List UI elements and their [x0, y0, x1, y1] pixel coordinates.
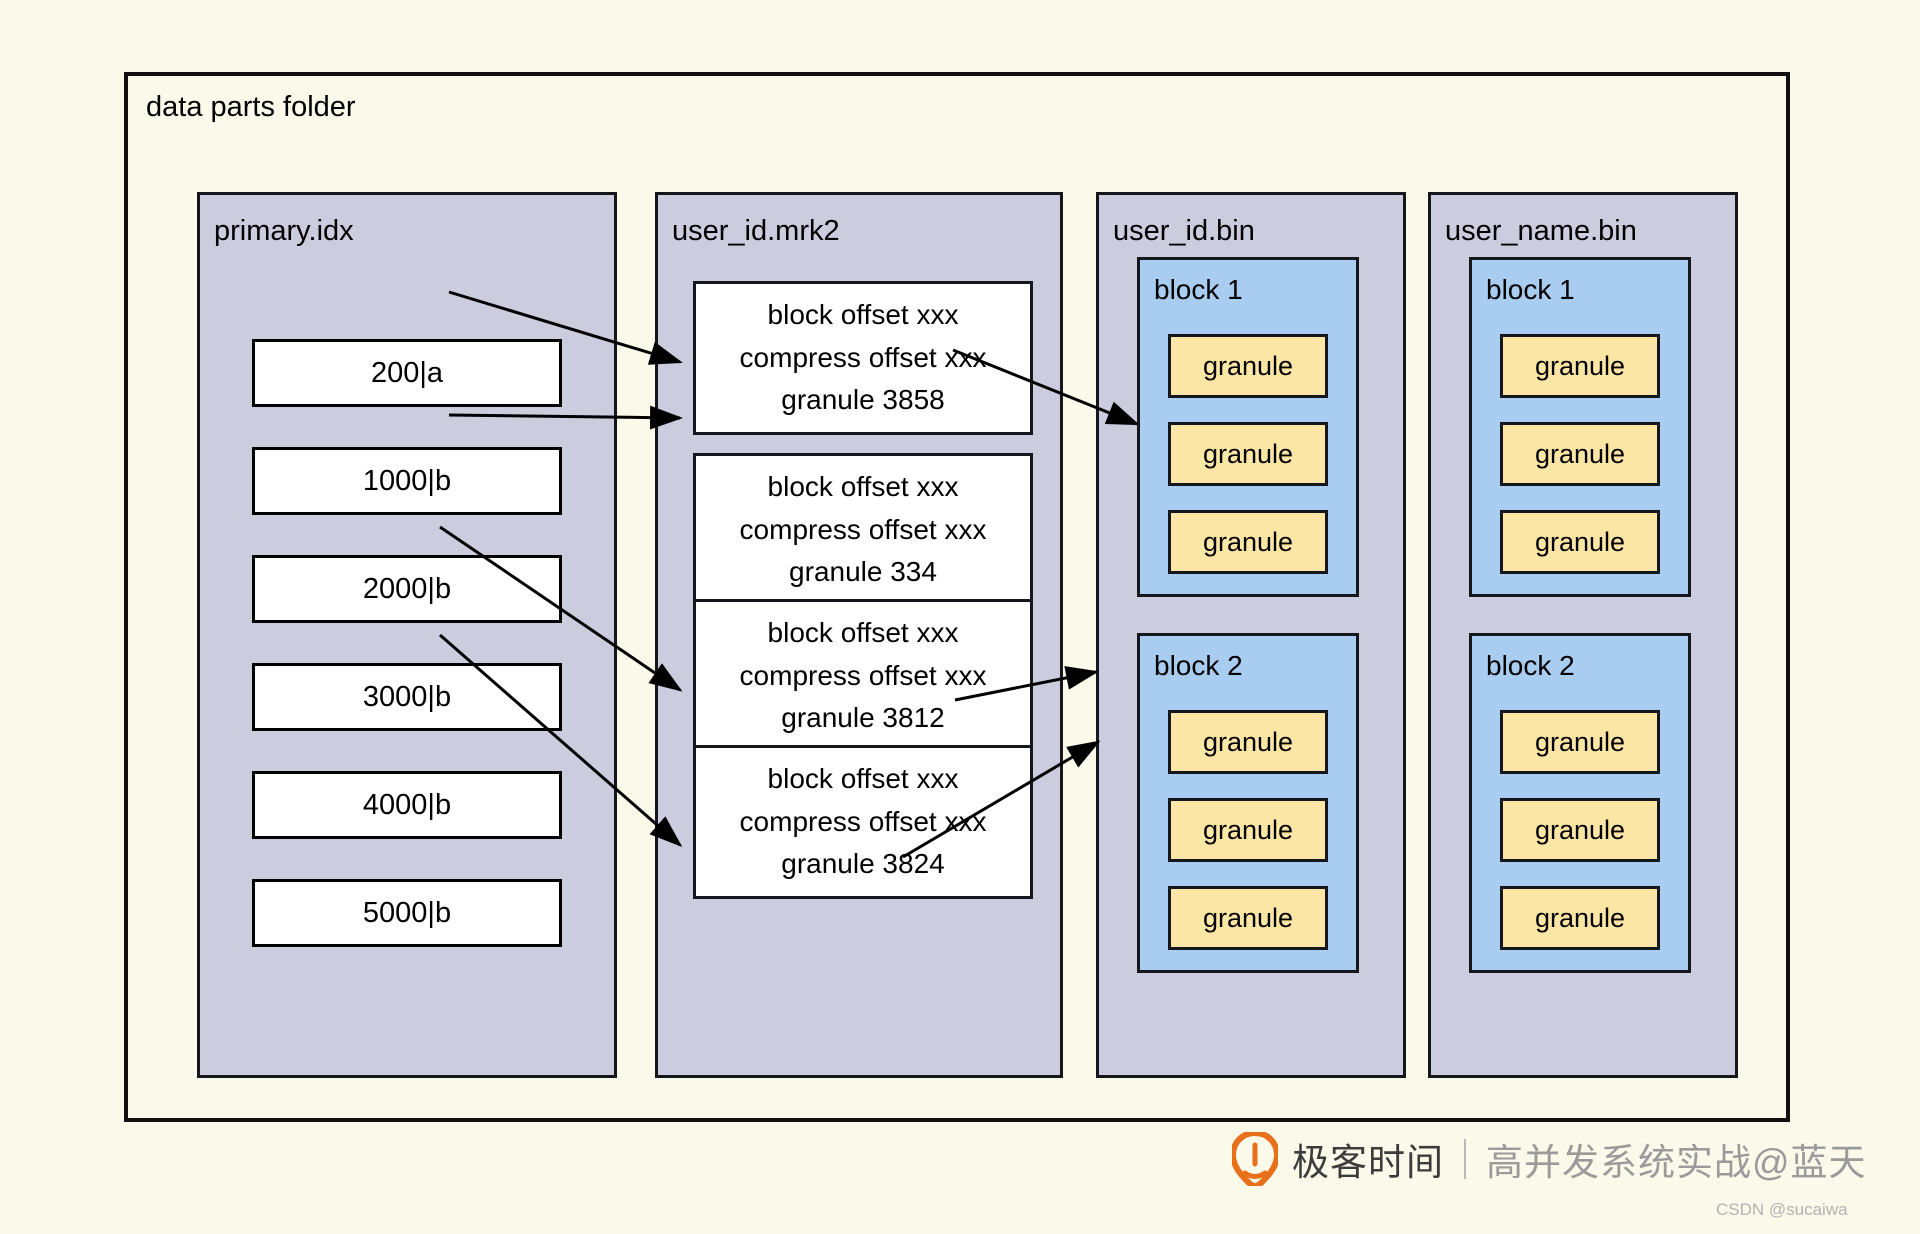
idx-entry[interactable]: 2000|b: [252, 555, 562, 623]
granule[interactable]: granule: [1168, 798, 1328, 862]
mark-granule: granule 3858: [781, 384, 945, 416]
block-title: block 1: [1154, 274, 1243, 305]
granule[interactable]: granule: [1168, 334, 1328, 398]
granule[interactable]: granule: [1168, 422, 1328, 486]
mark-block-offset: block offset xxx: [767, 763, 959, 795]
block[interactable]: block 2 granule granule granule: [1469, 633, 1691, 973]
granule[interactable]: granule: [1500, 798, 1660, 862]
csdn-credit: CSDN @sucaiwa: [1716, 1200, 1848, 1219]
mark-block-offset: block offset xxx: [767, 471, 959, 503]
mark-compress-offset: compress offset xxx: [739, 513, 987, 545]
mark-box[interactable]: block offset xxx compress offset xxx gra…: [693, 281, 1033, 435]
granule[interactable]: granule: [1168, 510, 1328, 574]
granule[interactable]: granule: [1500, 710, 1660, 774]
column-user-id-mrk2: user_id.mrk2 block offset xxx compress o…: [655, 192, 1063, 1078]
mark-box[interactable]: block offset xxx compress offset xxx gra…: [693, 599, 1033, 753]
granule[interactable]: granule: [1168, 886, 1328, 950]
mark-compress-offset: compress offset xxx: [739, 659, 987, 691]
granule[interactable]: granule: [1500, 422, 1660, 486]
data-parts-folder-frame: data parts folder primary.idx 200|a 1000…: [124, 72, 1790, 1122]
mark-box[interactable]: block offset xxx compress offset xxx gra…: [693, 453, 1033, 607]
mark-granule: granule 3812: [781, 702, 945, 734]
idx-entry[interactable]: 4000|b: [252, 771, 562, 839]
mark-granule: granule 3824: [781, 848, 945, 880]
column-title-user-id-mrk2: user_id.mrk2: [672, 215, 840, 247]
idx-entry[interactable]: 200|a: [252, 339, 562, 407]
granule[interactable]: granule: [1500, 334, 1660, 398]
column-user-id-bin: user_id.bin block 1 granule granule gran…: [1096, 192, 1406, 1078]
idx-entry[interactable]: 3000|b: [252, 663, 562, 731]
block-title: block 2: [1154, 650, 1243, 681]
watermark-text: 高并发系统实战@蓝天: [1486, 1142, 1867, 1183]
granule[interactable]: granule: [1500, 886, 1660, 950]
mark-block-offset: block offset xxx: [767, 617, 959, 649]
granule[interactable]: granule: [1500, 510, 1660, 574]
geekbang-logo-icon: [1232, 1132, 1278, 1186]
watermark: 极客时间 高并发系统实战@蓝天: [1232, 1132, 1867, 1186]
column-title-user-name-bin: user_name.bin: [1445, 215, 1637, 247]
folder-title: data parts folder: [146, 91, 356, 123]
column-title-primary-idx: primary.idx: [214, 215, 354, 247]
mark-granule: granule 334: [789, 556, 937, 588]
block-title: block 2: [1486, 650, 1575, 681]
column-title-user-id-bin: user_id.bin: [1113, 215, 1255, 247]
idx-entry[interactable]: 5000|b: [252, 879, 562, 947]
mark-box[interactable]: block offset xxx compress offset xxx gra…: [693, 745, 1033, 899]
block[interactable]: block 2 granule granule granule: [1137, 633, 1359, 973]
block[interactable]: block 1 granule granule granule: [1469, 257, 1691, 597]
column-primary-idx: primary.idx 200|a 1000|b 2000|b 3000|b 4…: [197, 192, 617, 1078]
granule[interactable]: granule: [1168, 710, 1328, 774]
watermark-brand: 极客时间: [1292, 1142, 1444, 1183]
watermark-divider: [1464, 1139, 1466, 1179]
mark-compress-offset: compress offset xxx: [739, 805, 987, 837]
mark-compress-offset: compress offset xxx: [739, 341, 987, 373]
block[interactable]: block 1 granule granule granule: [1137, 257, 1359, 597]
column-user-name-bin: user_name.bin block 1 granule granule gr…: [1428, 192, 1738, 1078]
mark-block-offset: block offset xxx: [767, 299, 959, 331]
block-title: block 1: [1486, 274, 1575, 305]
idx-entry[interactable]: 1000|b: [252, 447, 562, 515]
